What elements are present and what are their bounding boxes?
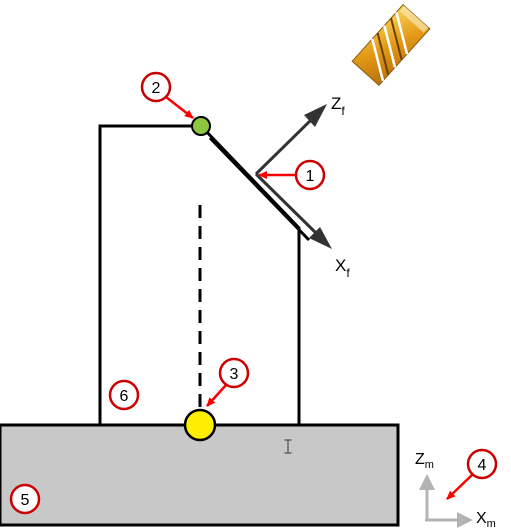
machine-z-subscript: m [425, 459, 434, 471]
callout-4-label: 4 [478, 457, 487, 474]
callout-3: 3 [218, 357, 250, 389]
base-block [0, 423, 400, 527]
callout-4-arrow [446, 474, 473, 500]
machine-x-arrowhead [457, 512, 473, 528]
pivot-point-marker [183, 408, 217, 442]
feature-z-label: Z [331, 94, 341, 113]
svg-text:Zf: Zf [331, 94, 345, 118]
feature-z-subscript: f [341, 104, 345, 118]
callout-3-arrow [206, 384, 227, 407]
callout-5: 5 [9, 483, 41, 515]
callout-5-label: 5 [21, 492, 30, 509]
machine-axes: Zm Xm [415, 451, 496, 530]
machine-z-arrowhead [419, 474, 435, 490]
feature-axes: Zf Xf [254, 94, 350, 280]
chamfer-edge-line [208, 136, 311, 242]
callout-2-label: 2 [152, 80, 161, 97]
callout-6-label: 6 [120, 388, 129, 405]
feature-z-axis [254, 117, 314, 176]
end-mill-icon [351, 4, 431, 86]
callout-4: 4 [466, 448, 498, 480]
svg-text:Xf: Xf [335, 256, 350, 280]
machine-x-label: X [476, 510, 487, 527]
callout-1-label: 1 [306, 168, 315, 185]
machine-z-label: Z [415, 451, 425, 468]
feature-x-arrowhead [309, 227, 332, 249]
svg-text:Zm: Zm [415, 451, 434, 471]
feature-x-axis [254, 172, 319, 236]
callout-2-arrow [165, 96, 194, 119]
feature-x-subscript: f [346, 266, 350, 280]
machine-x-subscript: m [487, 518, 496, 530]
callout-1: 1 [294, 159, 326, 191]
text-cursor-icon [284, 439, 292, 454]
callout-6: 6 [108, 379, 140, 411]
feature-z-arrowhead [304, 104, 327, 127]
feature-x-label: X [335, 256, 346, 275]
callout-3-label: 3 [230, 366, 239, 383]
callout-2: 2 [140, 71, 172, 103]
start-point-marker [191, 116, 211, 136]
svg-text:Xm: Xm [476, 510, 496, 530]
